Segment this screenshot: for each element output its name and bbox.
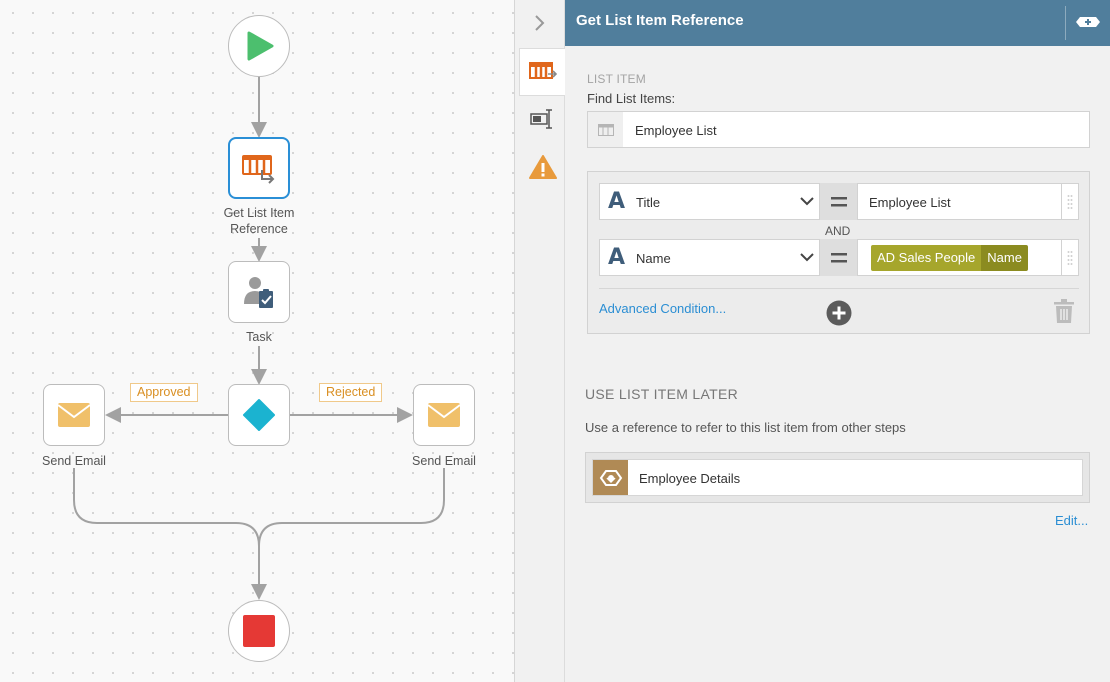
get-list-item-node[interactable] (228, 137, 290, 199)
find-list-items-label: Find List Items: (587, 91, 676, 106)
list-item-icon (529, 62, 557, 79)
list-picker[interactable]: Employee List (587, 111, 1090, 148)
table-icon (597, 123, 614, 136)
envelope-icon (57, 403, 91, 427)
task-icon (244, 277, 273, 308)
send-email-node-left[interactable] (43, 384, 105, 446)
text-field-icon (529, 109, 552, 129)
tab-fields[interactable] (520, 96, 565, 142)
panel-title: Get List Item Reference (576, 12, 744, 29)
expand-panel-button[interactable] (1075, 13, 1101, 31)
text-type-icon: A (608, 189, 626, 214)
task-node[interactable] (228, 261, 290, 323)
use-later-title: USE LIST ITEM LATER (585, 386, 738, 402)
send-email-node-right[interactable] (413, 384, 475, 446)
conditions-box: A Title Employee List AND A Name (587, 171, 1090, 334)
list-item-reference-icon (242, 155, 275, 184)
reference-icon-cell (593, 460, 628, 495)
reference-icon (599, 469, 622, 486)
reference-chip[interactable]: AD Sales People Name (871, 245, 1028, 271)
and-joiner: AND (825, 224, 851, 238)
get-list-item-label: Get List Item Reference (223, 206, 295, 236)
list-item-caption: LIST ITEM (587, 72, 646, 86)
equals-icon (830, 196, 847, 206)
use-later-description: Use a reference to refer to this list it… (585, 420, 906, 435)
list-picker-value: Employee List (635, 123, 717, 138)
condition-field-select[interactable]: A Name (599, 239, 820, 276)
condition-row: A Title Employee List (599, 183, 1079, 220)
send-email-label-right: Send Email (412, 454, 476, 468)
drag-dots-icon (1067, 194, 1073, 209)
stop-icon (243, 615, 275, 647)
decision-node[interactable] (228, 384, 290, 446)
reference-chip-source: AD Sales People (871, 245, 982, 271)
operator-equals-button[interactable] (820, 239, 857, 276)
panel-header: Get List Item Reference (565, 0, 1110, 46)
conditions-divider (599, 288, 1079, 289)
reference-item[interactable]: Employee Details (585, 452, 1090, 503)
expand-icon (1076, 17, 1100, 27)
tab-list-item[interactable] (519, 48, 566, 96)
chevron-down-icon (800, 253, 814, 262)
condition-field-name: Name (636, 251, 671, 266)
workflow-canvas[interactable]: Get List Item Reference Task Approved Re… (0, 0, 515, 682)
condition-value-input[interactable]: AD Sales People Name (857, 239, 1062, 276)
header-divider (1065, 6, 1066, 40)
branch-label-approved: Approved (130, 383, 198, 402)
text-type-icon: A (608, 245, 626, 270)
branch-label-rejected: Rejected (319, 383, 383, 402)
condition-value-input[interactable]: Employee List (857, 183, 1062, 220)
send-email-label-left: Send Email (42, 454, 106, 468)
add-condition-icon[interactable] (826, 300, 852, 326)
chevron-down-icon (800, 197, 814, 206)
tab-warnings[interactable] (520, 144, 565, 190)
drag-handle[interactable] (1062, 239, 1079, 276)
chevron-right-icon (535, 15, 545, 31)
diamond-icon (243, 399, 275, 431)
configuration-panel: Get List Item Reference LIST ITEM Find L… (565, 0, 1110, 682)
connector-lines (73, 76, 445, 600)
task-label: Task (246, 330, 272, 344)
collapse-panel-button[interactable] (515, 0, 565, 46)
reference-chip-field: Name (981, 245, 1028, 271)
advanced-condition-link[interactable]: Advanced Condition... (599, 301, 727, 316)
trash-icon[interactable] (1054, 298, 1074, 324)
play-icon (247, 31, 274, 61)
warning-icon (528, 155, 557, 179)
edit-reference-link[interactable]: Edit... (1055, 513, 1089, 528)
drag-handle[interactable] (1062, 183, 1079, 220)
condition-value-text: Employee List (869, 195, 951, 210)
operator-equals-button[interactable] (820, 183, 857, 220)
start-node[interactable] (228, 15, 290, 77)
end-node[interactable] (228, 600, 290, 662)
equals-icon (830, 252, 847, 262)
list-picker-icon-cell (588, 112, 623, 147)
condition-field-select[interactable]: A Title (599, 183, 820, 220)
panel-tab-rail (515, 0, 566, 682)
reference-name: Employee Details (639, 471, 741, 486)
envelope-icon (427, 403, 461, 427)
reference-item-inner: Employee Details (592, 459, 1083, 496)
condition-row: A Name AD Sales People Name (599, 239, 1079, 276)
condition-field-name: Title (636, 195, 661, 210)
drag-dots-icon (1067, 250, 1073, 265)
